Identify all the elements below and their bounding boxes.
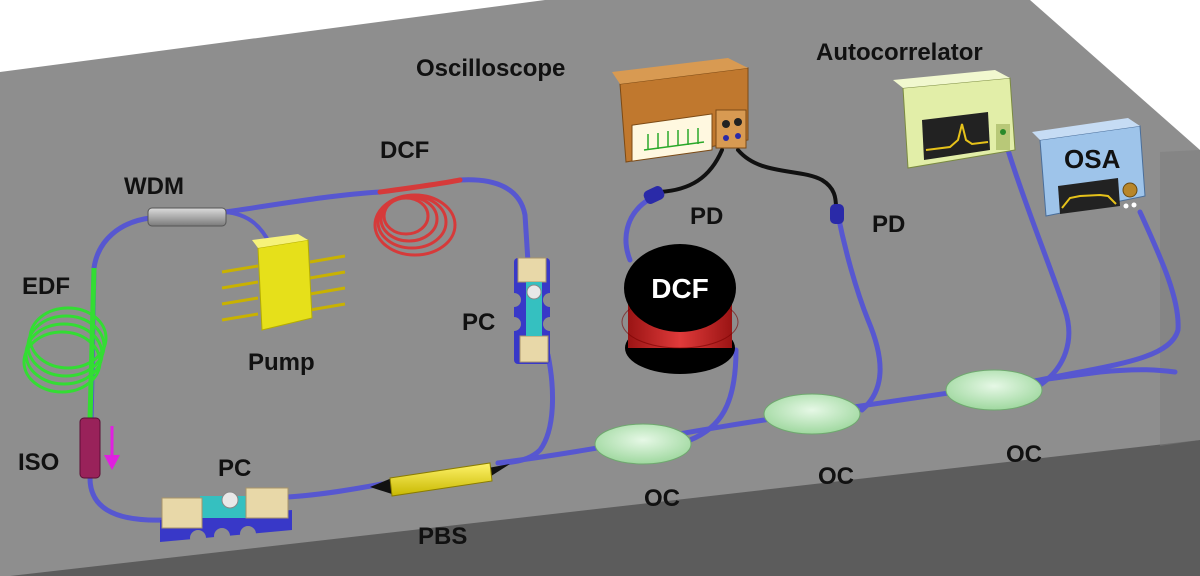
label-dcf-spool: DCF: [651, 273, 709, 304]
output-coupler-1: [594, 423, 692, 465]
wdm-coupler: [147, 207, 227, 227]
fiber-ring-top: [222, 189, 383, 215]
osa-trace: [1061, 193, 1117, 209]
fiber-oc2-pd: [835, 212, 883, 413]
dcf-coil: [373, 193, 457, 257]
label-pc-bottom: PC: [218, 455, 251, 482]
autocorrelator-trace: [925, 123, 989, 151]
output-coupler-2: [763, 393, 861, 435]
optical-spectrum-analyzer: [1032, 118, 1146, 217]
label-pump: Pump: [248, 349, 315, 376]
fiber-bottom: [285, 481, 385, 500]
polarization-controller-bottom: [160, 487, 292, 546]
pd-cables: [658, 148, 838, 210]
photodetector-left: [643, 186, 665, 204]
dcf-spool: [621, 244, 739, 374]
label-oscilloscope: Oscilloscope: [416, 55, 565, 82]
label-osa: OSA: [1064, 144, 1121, 174]
label-pbs: PBS: [418, 523, 467, 550]
label-pd-left: PD: [690, 203, 723, 230]
fiber-spool-pd: [623, 197, 651, 263]
label-wdm: WDM: [124, 173, 184, 200]
label-oc-2: OC: [818, 463, 854, 490]
pump-module: [221, 234, 346, 331]
fiber-oc3-autocorr: [1005, 147, 1072, 388]
label-dcf-top: DCF: [380, 137, 429, 164]
label-oc-3: OC: [1006, 441, 1042, 468]
output-coupler-3: [945, 369, 1043, 411]
label-edf: EDF: [22, 273, 70, 300]
label-pc-middle: PC: [462, 309, 495, 336]
oscilloscope-trace: [643, 128, 705, 151]
polarization-beam-splitter: [370, 462, 510, 497]
fiber-oc3-osa: [1037, 209, 1181, 383]
isolator-direction-arrow-icon: [104, 426, 120, 470]
isolator: [79, 417, 101, 479]
oscilloscope: [612, 58, 749, 163]
fiber-oc1-spool: [687, 347, 739, 443]
fiber-paths: [87, 147, 1181, 523]
polarization-controller-middle: [507, 257, 557, 364]
table-edge-right: [1160, 150, 1200, 446]
fiber-top-right: [457, 177, 531, 265]
fiber-dcf-red: [377, 177, 463, 195]
label-pd-right: PD: [872, 211, 905, 238]
edf-coil: [22, 267, 108, 421]
autocorrelator: [893, 70, 1016, 169]
label-iso: ISO: [18, 449, 59, 476]
photodetector-right: [830, 204, 844, 224]
label-oc-1: OC: [644, 485, 680, 512]
label-autocorrelator: Autocorrelator: [816, 39, 983, 66]
component-labels: Oscilloscope Autocorrelator OSA DCF DCF …: [18, 39, 1121, 550]
